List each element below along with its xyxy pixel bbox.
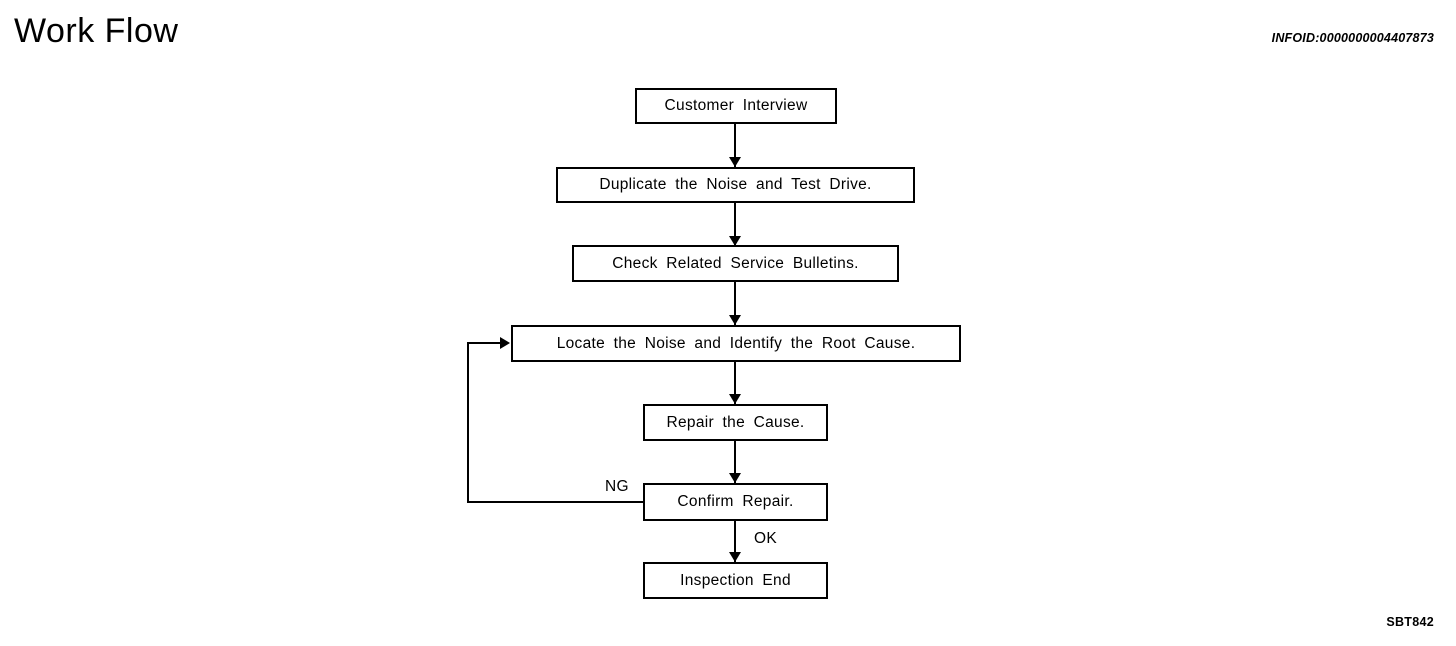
infoid-code: INFOID:0000000004407873: [1271, 31, 1434, 45]
branch-label-ng: NG: [603, 478, 631, 495]
flow-node-label: Customer Interview: [664, 97, 808, 115]
connector-duplicate-to-bulletins: [734, 203, 736, 245]
flow-node-repair-cause: Repair the Cause.: [643, 404, 828, 441]
figure-code: SBT842: [1386, 615, 1434, 629]
connector-confirm-to-end: [734, 521, 736, 562]
branch-label-ok: OK: [752, 530, 779, 547]
flow-node-label: Duplicate the Noise and Test Drive.: [599, 176, 872, 194]
flow-node-label: Confirm Repair.: [677, 493, 794, 511]
flow-node-check-bulletins: Check Related Service Bulletins.: [572, 245, 899, 282]
arrowhead-down-icon: [729, 236, 741, 246]
ng-loop-bottom-segment: [467, 501, 645, 503]
flow-node-confirm-repair: Confirm Repair.: [643, 483, 828, 521]
connector-bulletins-to-locate: [734, 282, 736, 325]
arrowhead-down-icon: [729, 473, 741, 483]
connector-repair-to-confirm: [734, 441, 736, 483]
flow-node-label: Repair the Cause.: [666, 413, 805, 431]
ng-loop-top-segment: [467, 342, 507, 344]
arrowhead-down-icon: [729, 157, 741, 167]
flow-node-label: Locate the Noise and Identify the Root C…: [556, 334, 916, 352]
flow-node-label: Inspection End: [680, 571, 791, 589]
arrowhead-down-icon: [729, 552, 741, 562]
arrowhead-down-icon: [729, 315, 741, 325]
flow-node-duplicate-noise: Duplicate the Noise and Test Drive.: [556, 167, 915, 203]
flow-node-inspection-end: Inspection End: [643, 562, 828, 599]
page-title: Work Flow: [14, 12, 179, 50]
flow-node-customer-interview: Customer Interview: [635, 88, 837, 124]
arrowhead-right-icon: [500, 337, 510, 349]
connector-locate-to-repair: [734, 362, 736, 404]
connector-interview-to-duplicate: [734, 124, 736, 167]
flow-node-locate-noise: Locate the Noise and Identify the Root C…: [511, 325, 961, 362]
arrowhead-down-icon: [729, 394, 741, 404]
ng-loop-left-segment: [467, 343, 469, 503]
flow-node-label: Check Related Service Bulletins.: [612, 254, 859, 272]
